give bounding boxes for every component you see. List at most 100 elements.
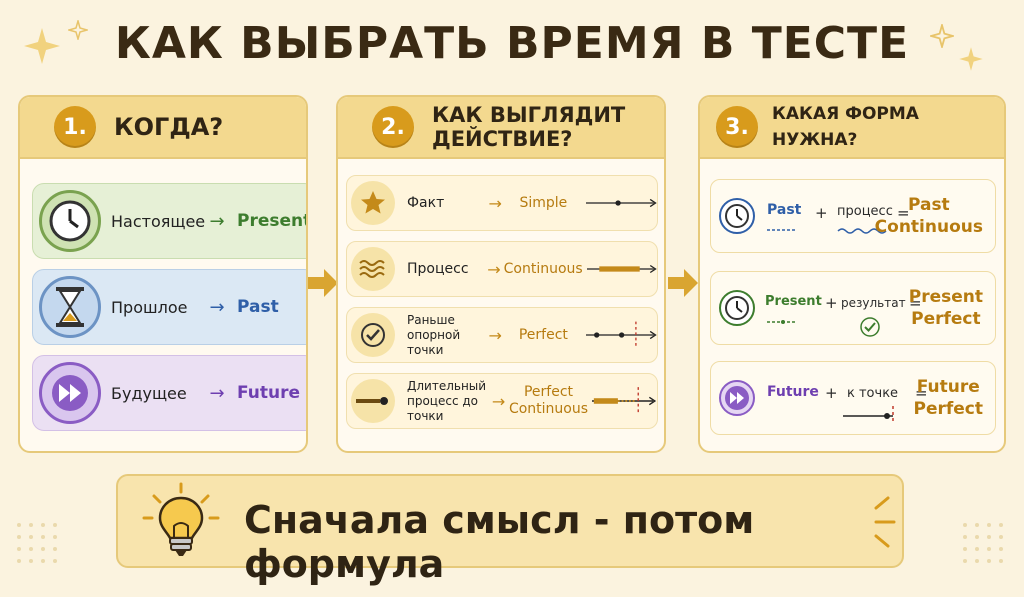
waves-icon [351, 247, 395, 291]
row-label: Будущее [111, 383, 187, 403]
part-term: к точке [847, 386, 899, 401]
list-item: Раньше опорной точки → Perfect [346, 307, 658, 363]
tense-term: Future [237, 383, 301, 403]
row-label-line: Раньше [407, 312, 455, 327]
row-label-line: опорной точки [407, 327, 461, 357]
dots-decoration [17, 523, 57, 563]
aspect-term-line: Continuous [508, 401, 589, 417]
sparkle-icon [24, 28, 60, 64]
list-item: Future + к точке = Future Perfect [710, 361, 996, 435]
waves-icon [837, 228, 887, 234]
aspect-term-line: Perfect [523, 384, 574, 400]
arrow: → [488, 325, 502, 345]
fast-forward-icon [719, 380, 755, 416]
timeline-icon [592, 387, 657, 415]
panel-header: 1. КОГДА? [20, 97, 306, 159]
tense-term: Present [765, 294, 822, 309]
part-term: результат [841, 296, 906, 310]
aspect-term: Perfect [518, 326, 568, 343]
panel-how: 2. КАК ВЫГЛЯДИТ ДЕЙСТВИЕ? Факт → Simple … [336, 95, 666, 453]
result-line: Perfect [913, 399, 983, 419]
panel-title-line: ДЕЙСТВИЕ? [432, 127, 573, 151]
arrow: → [488, 193, 502, 213]
row-label: Процесс [407, 261, 469, 277]
sparkle-icon [68, 20, 88, 40]
arrow-right-icon [668, 269, 698, 297]
timeline-icon [767, 229, 797, 231]
panel-form: 3. КАКАЯ ФОРМА НУЖНА? Past + процесс = P… [698, 95, 1006, 453]
timeline-icon [585, 198, 657, 208]
arrow: → [491, 391, 506, 411]
step-badge: 2. [372, 106, 414, 148]
fast-forward-icon [39, 362, 101, 424]
sparkle-icon [930, 24, 954, 48]
plus-sign: + [825, 294, 838, 312]
result-term: Present Perfect [909, 286, 983, 330]
row-label: Раньше опорной точки [407, 313, 485, 358]
bottom-banner: Сначала смысл - потом формула [116, 474, 904, 586]
result-line: Past [907, 195, 950, 215]
dots-decoration [963, 523, 1003, 563]
part-term: процесс [837, 204, 893, 219]
result-line: Future [916, 377, 980, 397]
result-term: Future Perfect [913, 376, 983, 420]
row-label: Настоящее [111, 211, 206, 231]
arrow-right-icon [308, 269, 338, 297]
step-badge: 3. [716, 106, 758, 148]
equals-sign: = [915, 384, 928, 402]
hourglass-icon [39, 276, 101, 338]
result-line: Continuous [874, 217, 983, 237]
timeline-icon [586, 264, 657, 274]
check-icon [351, 313, 395, 357]
panel-when: 1. КОГДА? Настоящее → Present Прошлое → … [18, 95, 308, 453]
arrow: → [209, 210, 225, 232]
timeline-icon [585, 321, 657, 349]
clock-icon [719, 198, 755, 234]
row-label: Длительный процесс до точки [407, 379, 488, 424]
timeline-icon [767, 320, 797, 324]
list-item: Прошлое → Past [32, 269, 306, 345]
tense-term: Past [767, 202, 802, 218]
row-label: Прошлое [111, 297, 188, 317]
list-item: Будущее → Future [32, 355, 306, 431]
bottom-slogan: Сначала смысл - потом формула [244, 498, 755, 586]
clock-icon [39, 190, 101, 252]
arrow: → [487, 259, 501, 279]
arrow: → [209, 382, 225, 404]
list-item: Настоящее → Present [32, 183, 308, 259]
step-badge: 1. [54, 106, 96, 148]
result-line: Perfect [911, 309, 981, 329]
row-label-line: процесс до точки [407, 393, 479, 423]
page-title: КАК ВЫБРАТЬ ВРЕМЯ В ТЕСТЕ [114, 18, 910, 69]
star-icon [351, 181, 395, 225]
clock-icon [719, 290, 755, 326]
panel-title: КАК ВЫГЛЯДИТ ДЕЙСТВИЕ? [432, 103, 625, 151]
tense-term: Future [767, 384, 819, 400]
list-item: Длительный процесс до точки → Perfect Co… [346, 373, 658, 429]
list-item: Процесс → Continuous [346, 241, 658, 297]
aspect-term: Perfect Continuous [509, 384, 589, 418]
sparkle-icon [959, 47, 983, 71]
list-item: Present + результат = Present Perfect [710, 271, 996, 345]
check-icon [860, 317, 880, 337]
tense-term: Present [237, 211, 308, 231]
aspect-term: Simple [519, 194, 568, 211]
lightbulb-icon [142, 482, 220, 556]
timeline-icon [351, 379, 395, 423]
result-term: Past Continuous [875, 194, 983, 238]
panel-header: 2. КАК ВЫГЛЯДИТ ДЕЙСТВИЕ? [338, 97, 664, 159]
row-label: Факт [407, 195, 445, 211]
panel-title-line: КАК ВЫГЛЯДИТ [432, 103, 626, 127]
equals-sign: = [909, 294, 922, 312]
panel-title: КОГДА? [114, 113, 224, 141]
tense-term: Past [237, 297, 279, 317]
timeline-icon [843, 406, 894, 424]
sparkle-icon [874, 496, 896, 548]
equals-sign: = [897, 204, 910, 222]
plus-sign: + [825, 384, 838, 402]
panel-header: 3. КАКАЯ ФОРМА НУЖНА? [700, 97, 1004, 159]
row-label-line: Длительный [407, 378, 487, 393]
plus-sign: + [815, 204, 828, 222]
panel-title: КАКАЯ ФОРМА НУЖНА? [772, 104, 919, 150]
list-item: Past + процесс = Past Continuous [710, 179, 996, 253]
